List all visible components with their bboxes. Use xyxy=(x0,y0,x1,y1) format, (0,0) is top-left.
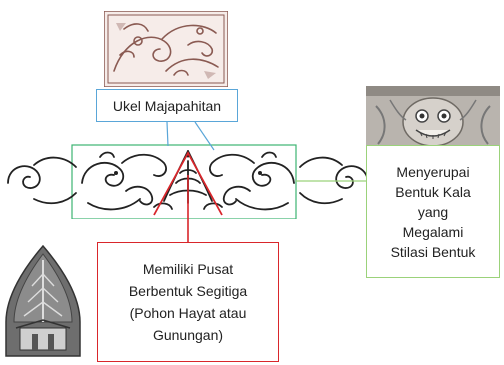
kala-line-1: Menyerupai xyxy=(396,162,469,182)
pusat-line-2: Berbentuk Segitiga xyxy=(129,280,247,302)
pusat-line-1: Memiliki Pusat xyxy=(143,258,233,280)
kala-label-box: Menyerupai Bentuk Kala yang Megalami Sti… xyxy=(366,145,500,278)
pusat-line-4: Gunungan) xyxy=(153,324,223,346)
kala-line-2: Bentuk Kala xyxy=(395,182,471,202)
pusat-line-3: (Pohon Hayat atau xyxy=(130,302,247,324)
gunungan-wayang-image xyxy=(2,244,84,362)
kala-line-4: Megalami xyxy=(403,222,464,242)
kala-line-5: Stilasi Bentuk xyxy=(391,242,476,262)
kala-line-3: yang xyxy=(418,202,448,222)
pusat-label-box: Memiliki Pusat Berbentuk Segitiga (Pohon… xyxy=(97,242,279,362)
